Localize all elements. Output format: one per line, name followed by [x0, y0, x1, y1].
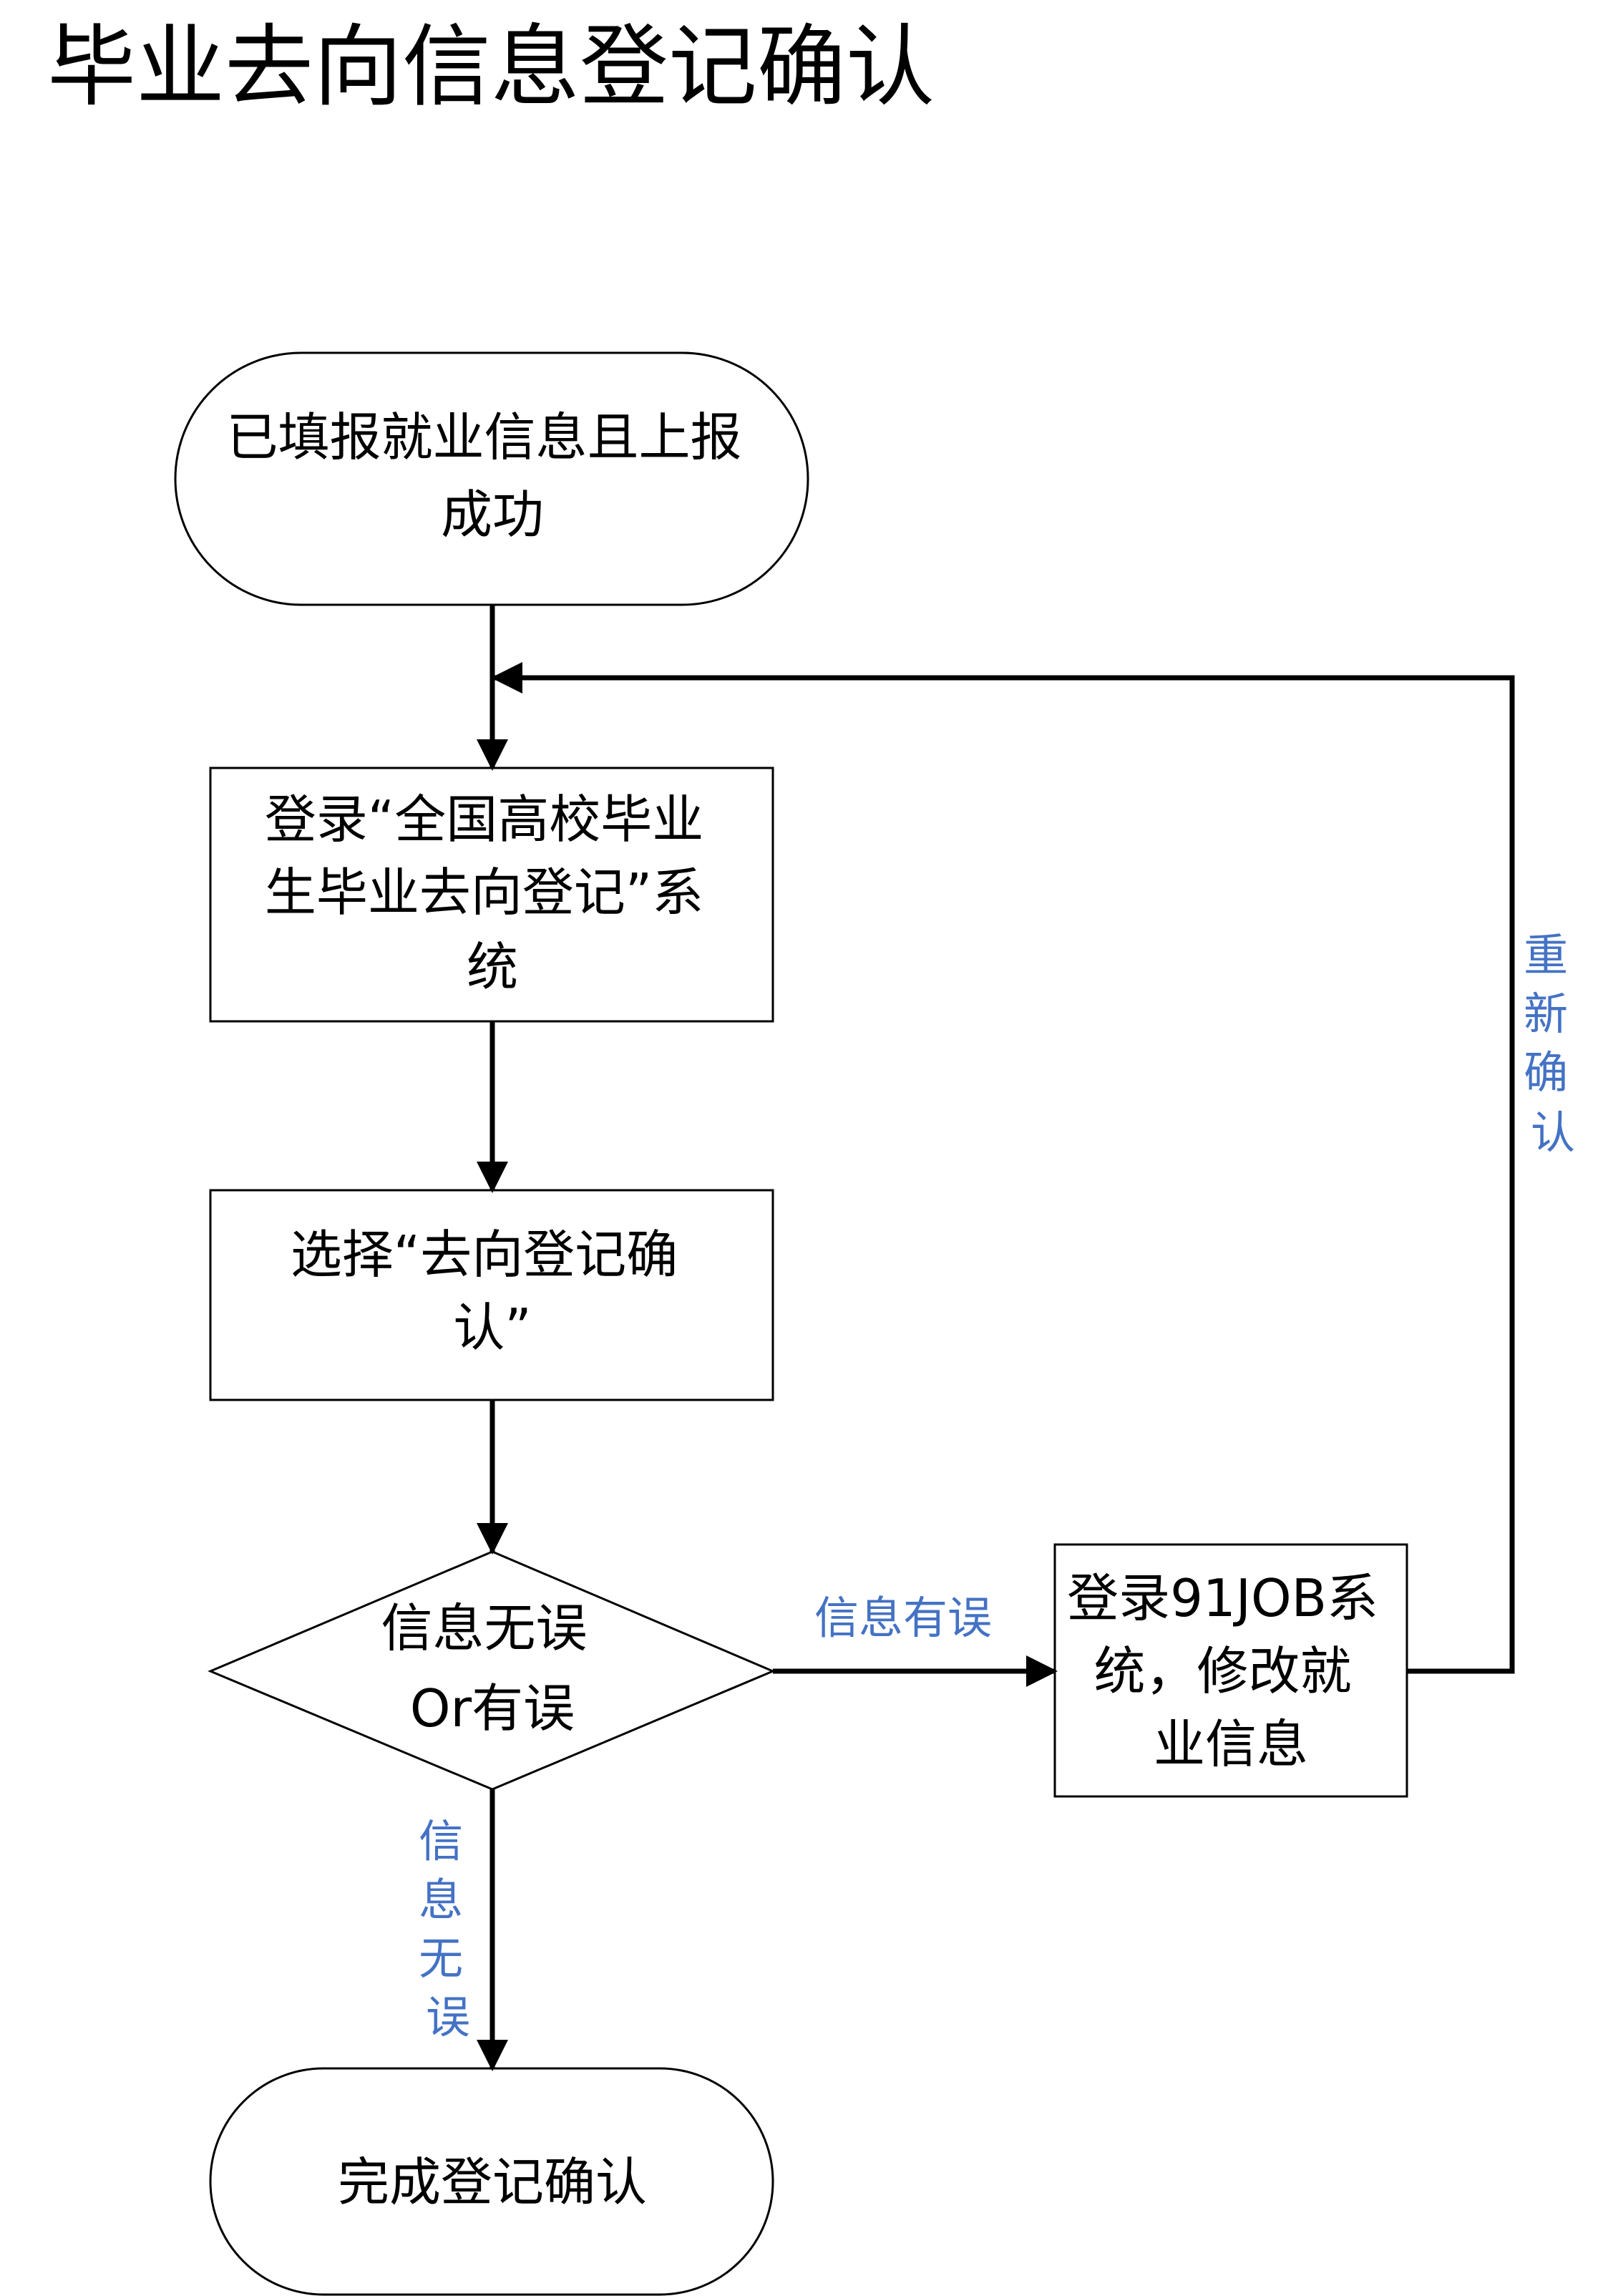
decision-node-line: Or有误 — [410, 1678, 575, 1738]
modify-info-node-line: 统，修改就 — [1094, 1641, 1352, 1701]
edge-label-info-correct: 信 息 无 误 — [419, 1815, 477, 2043]
modify-info-node-label: 登录91JOB系 统，修改就 业信息 — [1067, 1568, 1395, 1774]
login-system-node-line: 统 — [467, 937, 518, 997]
edge-label-char: 新 — [1524, 988, 1568, 1040]
edge-label-reconfirm: 重 新 确 认 — [1524, 929, 1582, 1159]
edge-label-char: 确 — [1524, 1046, 1568, 1099]
page-title: 毕业去向信息登记确认 — [47, 16, 935, 119]
modify-info-node-line: 业信息 — [1154, 1714, 1308, 1774]
login-system-node-label: 登录“全国高校毕业 生毕业去向登记”系 统 — [265, 789, 720, 997]
end-node-label: 完成登记确认 — [338, 2152, 647, 2212]
decision-node-line: 信息无误 — [381, 1598, 588, 1658]
end-node-line: 完成登记确认 — [338, 2152, 647, 2212]
login-system-node-line: 生毕业去向登记”系 — [265, 862, 703, 923]
edge-label-info-wrong: 信息有误 — [814, 1592, 992, 1644]
login-system-node — [209, 767, 774, 1023]
select-confirm-node-line: 认” — [453, 1298, 531, 1358]
select-confirm-node — [209, 1189, 774, 1401]
start-node-label: 已填报就业信息且上报 成功 — [227, 407, 759, 545]
edge-label-char: 无 — [419, 1932, 463, 1985]
edge-label-char: 重 — [1524, 929, 1568, 981]
modify-info-node-line: 登录91JOB系 — [1067, 1568, 1378, 1628]
decision-node — [208, 1550, 776, 1791]
modify-info-node — [1053, 1543, 1408, 1798]
edge-label-char: 认 — [1531, 1106, 1575, 1159]
login-system-node-line: 登录“全国高校毕业 — [265, 789, 703, 850]
start-node-line: 已填报就业信息且上报 — [227, 407, 742, 467]
select-confirm-node-line: 选择“去向登记确 — [291, 1225, 678, 1285]
edge-label-char: 息 — [419, 1874, 463, 1926]
decision-node-label: 信息无误 Or有误 — [381, 1598, 604, 1738]
start-node — [174, 351, 809, 606]
arrow-modify-back-to-login — [491, 662, 1515, 1674]
start-node-line: 成功 — [441, 485, 544, 545]
edge-label-char: 信 — [419, 1815, 463, 1867]
select-confirm-node-label: 选择“去向登记确 认” — [291, 1225, 694, 1358]
edge-label-char: 误 — [426, 1991, 470, 2043]
